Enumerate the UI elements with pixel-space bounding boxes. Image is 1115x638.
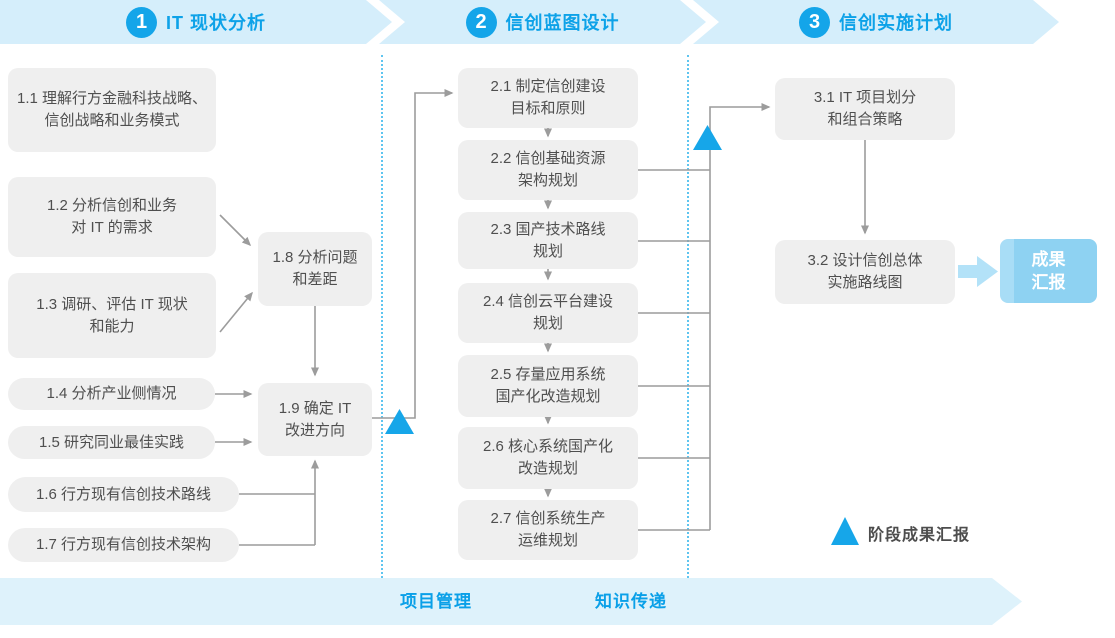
- task-box-1-4: 1.4 分析产业侧情况: [8, 378, 215, 410]
- task-box-1-6: 1.6 行方现有信创技术路线: [8, 477, 239, 512]
- task-box-1-8: 1.8 分析问题 和差距: [258, 232, 372, 306]
- task-box-1-5: 1.5 研究同业最佳实践: [8, 426, 215, 459]
- fat-arrow-3-2-to-result: [958, 256, 998, 287]
- legend-triangle-icon: [831, 517, 859, 545]
- phase-banner-1: 1 IT 现状分析: [0, 0, 392, 44]
- phase-banner-3: 3 信创实施计划: [693, 0, 1059, 44]
- legend-label: 阶段成果汇报: [868, 527, 971, 544]
- phase-banner-2: 2 信创蓝图设计: [379, 0, 706, 44]
- task-box-2-2: 2.2 信创基础资源 架构规划: [458, 140, 638, 200]
- task-box-2-6: 2.6 核心系统国产化 改造规划: [458, 427, 638, 489]
- milestone-triangle-phase2: [693, 125, 722, 150]
- task-box-1-7: 1.7 行方现有信创技术架构: [8, 528, 239, 562]
- phase-3-title: 信创实施计划: [839, 13, 953, 33]
- task-box-3-2: 3.2 设计信创总体 实施路线图: [775, 240, 955, 304]
- task-box-1-1: 1.1 理解行方金融科技战略、 信创战略和业务模式: [8, 68, 216, 152]
- task-box-2-5: 2.5 存量应用系统 国产化改造规划: [458, 355, 638, 417]
- phase-3-number-badge: 3: [799, 7, 830, 38]
- task-box-3-1: 3.1 IT 项目划分 和组合策略: [775, 78, 955, 140]
- milestone-triangle-phase1: [385, 409, 414, 434]
- task-box-2-7: 2.7 信创系统生产 运维规划: [458, 500, 638, 560]
- connector-1-2-to-1-8: [219, 214, 252, 247]
- phase-1-title: IT 现状分析: [166, 13, 266, 33]
- task-box-1-9: 1.9 确定 IT 改进方向: [258, 383, 372, 456]
- footer-banner: 项目管理 知识传递: [0, 578, 1022, 625]
- phase-1-number-badge: 1: [126, 7, 157, 38]
- task-box-1-2: 1.2 分析信创和业务 对 IT 的需求: [8, 177, 216, 257]
- task-box-2-1: 2.1 制定信创建设 目标和原则: [458, 68, 638, 128]
- task-box-1-3: 1.3 调研、评估 IT 现状 和能力: [8, 273, 216, 358]
- phase-2-title: 信创蓝图设计: [505, 13, 620, 33]
- phase-2-number-badge: 2: [466, 7, 497, 38]
- phase-separator-dotted-line-1: [381, 55, 383, 578]
- connector-1-9-to-2-1: [372, 89, 454, 419]
- footer-item-project-management: 项目管理: [400, 592, 472, 611]
- result-report-box: 成果 汇报: [1000, 239, 1097, 303]
- connector-1-3-to-1-8: [219, 291, 253, 333]
- task-box-2-3: 2.3 国产技术路线 规划: [458, 212, 638, 269]
- phase-separator-dotted-line-2: [687, 55, 689, 578]
- footer-item-knowledge-transfer: 知识传递: [595, 592, 667, 611]
- connector-bus-to-3-1: [709, 103, 771, 530]
- task-box-2-4: 2.4 信创云平台建设 规划: [458, 283, 638, 343]
